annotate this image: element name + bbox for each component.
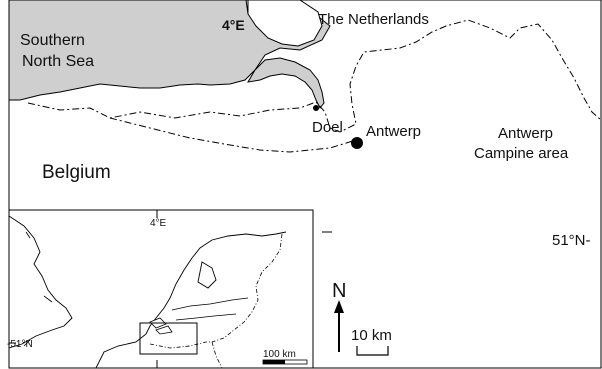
antwerp-label: Antwerp xyxy=(366,123,421,140)
campine-label-line2: Campine area xyxy=(474,145,569,162)
inset-border-be xyxy=(149,341,223,368)
north-arrow-letter: N xyxy=(332,280,346,302)
netherlands-label: The Netherlands xyxy=(318,11,429,28)
inset-rivers xyxy=(171,297,249,321)
north-arrow-icon xyxy=(334,300,344,313)
inset-meridian-label: 4°E xyxy=(150,218,167,229)
inset-study-area-box xyxy=(139,322,198,355)
inset-parallel-label: -51°N xyxy=(7,339,33,350)
scale-bar xyxy=(356,346,389,356)
campine-label-line1: Antwerp xyxy=(498,125,553,142)
parallel-label: 51°N- xyxy=(552,232,591,249)
inset-france-coast xyxy=(95,333,147,368)
inset-delta-islands xyxy=(149,317,173,335)
antwerp-marker xyxy=(351,137,363,149)
inset-ijsselmeer xyxy=(197,261,217,289)
north-sea-water xyxy=(8,0,331,101)
inset-scalebar-label: 100 km xyxy=(263,349,296,360)
inset-frame xyxy=(8,209,314,369)
inset-uk-coast-detail xyxy=(23,231,53,347)
belgium-label: Belgium xyxy=(42,162,111,183)
inset-map: 4°E -51°N 100 km xyxy=(7,209,314,369)
meridian-label: 4°E xyxy=(222,17,245,33)
scale-bar-label: 10 km xyxy=(351,327,392,344)
scheldt-estuary-water xyxy=(247,57,325,109)
inset-scalebar-filled xyxy=(263,360,285,364)
inset-nl-coast xyxy=(145,231,287,335)
inset-uk-coast xyxy=(9,215,73,349)
doel-label: Doel xyxy=(312,119,343,136)
doel-marker xyxy=(313,105,319,111)
sea-label-line1: Southern xyxy=(20,32,85,49)
netherlands-island xyxy=(245,0,323,47)
national-border-south xyxy=(109,117,357,153)
sea-label-line2: North Sea xyxy=(22,53,94,70)
inset-border-nl-de xyxy=(211,233,283,343)
